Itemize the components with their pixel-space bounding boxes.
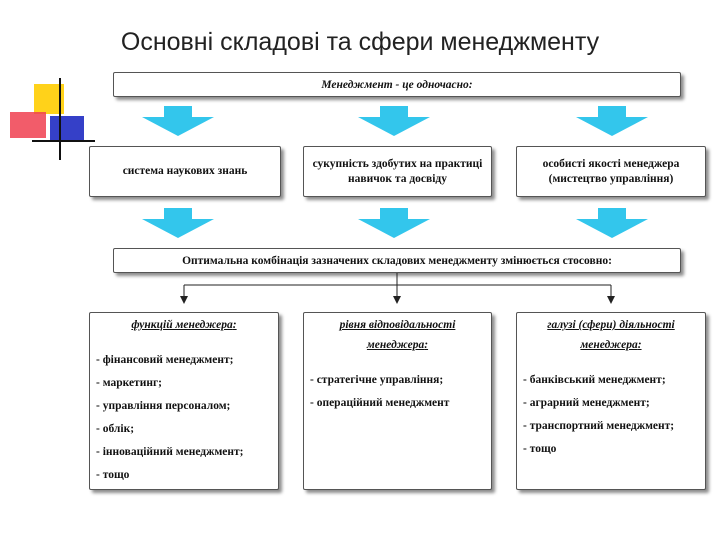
- category-heading-text: функцій менеджера: [131, 319, 233, 331]
- list-item: - банківський менеджмент;: [523, 374, 666, 386]
- category-box-industry: галузі (сфери) діяльності менеджера: - б…: [516, 312, 706, 490]
- category-heading-text: галузі (сфери) діяльності менеджера: [547, 319, 675, 351]
- category-heading: галузі (сфери) діяльності менеджера:: [547, 319, 675, 351]
- component-box-personal-qualities: особисті якості менеджера (мистецтво упр…: [516, 146, 706, 197]
- category-item-list: - банківський менеджмент; - аграрний мен…: [517, 369, 705, 461]
- list-item: - маркетинг;: [96, 377, 163, 389]
- down-arrow-icon: [576, 106, 648, 136]
- category-heading: рівня відповідальності менеджера:: [339, 319, 456, 351]
- decorative-squares-logo: [10, 78, 95, 160]
- category-box-responsibility-level: рівня відповідальності менеджера: - стра…: [303, 312, 492, 490]
- category-heading-text: рівня відповідальності менеджера: [339, 319, 456, 351]
- down-arrow-icon: [142, 208, 214, 238]
- component-text: система наукових знань: [122, 165, 248, 177]
- slide-title: Основні складові та сфери менеджменту: [120, 28, 600, 56]
- list-item: - облік;: [96, 423, 135, 435]
- list-item: - тощо: [523, 443, 557, 455]
- list-item: - операційний менеджмент: [310, 397, 450, 409]
- down-arrow-icon: [576, 208, 648, 238]
- category-heading: функцій менеджера:: [131, 319, 237, 331]
- down-arrow-icon: [358, 208, 430, 238]
- list-item: - фінансовий менеджмент;: [96, 354, 234, 366]
- category-item-list: - стратегічне управління; - операційний …: [304, 369, 491, 415]
- component-box-skills: сукупність здобутих на практиці навичок …: [303, 146, 492, 197]
- down-arrow-icon: [358, 106, 430, 136]
- list-item: - управління персоналом;: [96, 400, 231, 412]
- category-item-list: - фінансовий менеджмент; - маркетинг; - …: [90, 349, 278, 487]
- management-definition-text: Менеджмент - це одночасно:: [321, 78, 473, 91]
- component-text: особисті якості менеджера (мистецтво упр…: [542, 157, 680, 185]
- optimal-combination-text: Оптимальна комбінація зазначених складов…: [182, 254, 612, 267]
- list-item: - аграрний менеджмент;: [523, 397, 650, 409]
- list-item: - тощо: [96, 469, 130, 481]
- component-box-knowledge: система наукових знань: [89, 146, 281, 197]
- optimal-combination-box: Оптимальна комбінація зазначених складов…: [113, 248, 681, 273]
- down-arrow-icon: [142, 106, 214, 136]
- list-item: - інноваційний менеджмент;: [96, 446, 244, 458]
- management-definition-box: Менеджмент - це одночасно:: [113, 72, 681, 97]
- list-item: - транспортний менеджмент;: [523, 420, 675, 432]
- component-text: сукупність здобутих на практиці навичок …: [312, 157, 483, 185]
- category-box-functions: функцій менеджера: - фінансовий менеджме…: [89, 312, 279, 490]
- list-item: - стратегічне управління;: [310, 374, 444, 386]
